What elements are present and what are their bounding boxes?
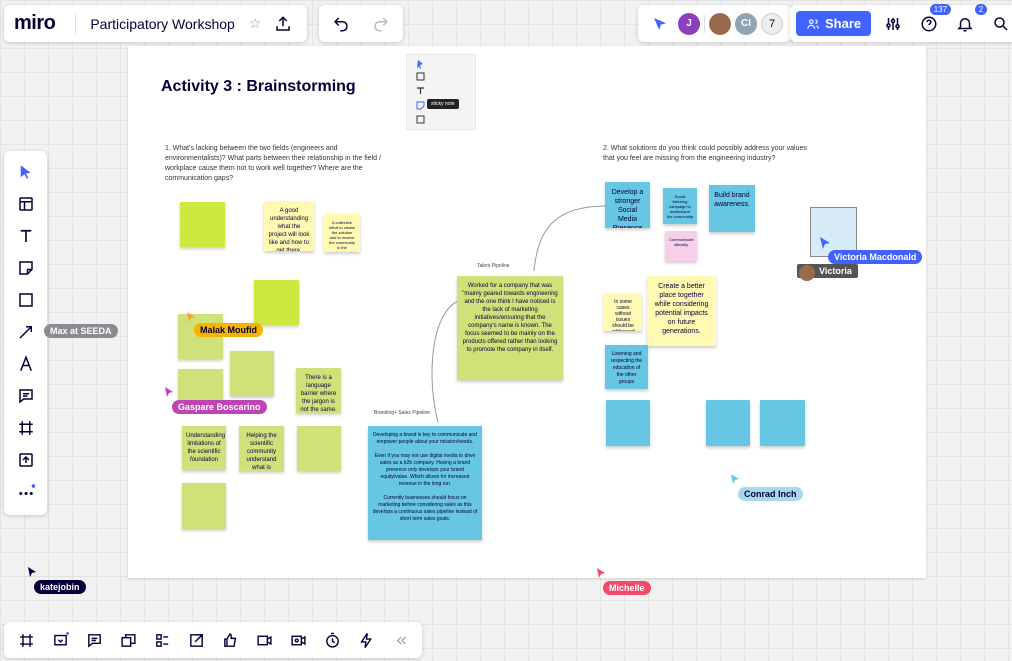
- sticky-note[interactable]: Create a better place together while con…: [647, 276, 716, 346]
- collaborators-panel: J CI 7: [638, 5, 791, 42]
- question-1: 1. What's lacking between the two fields…: [165, 145, 381, 182]
- notifications-bell-icon[interactable]: 2: [951, 3, 988, 38]
- select-tool-icon[interactable]: [11, 161, 41, 183]
- undo-redo-panel: [319, 5, 403, 42]
- cursor-tag-kate: katejobin: [34, 580, 86, 594]
- cursor-arrow-icon: [597, 568, 605, 578]
- talent-pipeline-label: Talent Pipeline: [477, 263, 510, 269]
- activity-title: Activity 3 : Brainstorming: [161, 78, 356, 95]
- board-title[interactable]: Participatory Workshop: [90, 15, 235, 32]
- sticky-note[interactable]: [706, 400, 750, 446]
- cursor-arrow-icon: [165, 387, 173, 397]
- sticky-note[interactable]: [760, 400, 805, 446]
- people-icon: [807, 18, 819, 29]
- connection-line-icon[interactable]: [11, 321, 41, 343]
- sticky-note[interactable]: Listening and respecting the education o…: [605, 345, 648, 389]
- sticky-note-icon[interactable]: [11, 257, 41, 279]
- mini-toolbar-icons: [416, 60, 425, 124]
- top-left-panel: miro Participatory Workshop ☆: [4, 5, 308, 42]
- divider: [75, 12, 77, 35]
- cursor-tag-conrad: Conrad Inch: [738, 487, 803, 501]
- sticky-note[interactable]: Develop a stronger Social Media Presence: [605, 182, 650, 228]
- sticky-note[interactable]: There is a language barrier where the ja…: [296, 368, 341, 413]
- shape-tool-icon[interactable]: [11, 289, 41, 311]
- reactions-icon[interactable]: [216, 626, 244, 654]
- sticky-note[interactable]: Developing a brand is key to communicate…: [368, 426, 482, 540]
- cursor-arrow-icon: [28, 567, 36, 577]
- pen-tool-icon[interactable]: [11, 353, 41, 375]
- collapse-chevron-icon[interactable]: [386, 626, 414, 654]
- help-badge: 137: [929, 3, 952, 15]
- upload-icon[interactable]: [11, 449, 41, 471]
- avatar-photo[interactable]: [709, 12, 731, 35]
- sticky-note-empty[interactable]: [254, 280, 299, 325]
- export-icon[interactable]: [269, 10, 297, 38]
- cursor-arrow-icon: [731, 474, 739, 484]
- avatar-j[interactable]: J: [678, 12, 700, 35]
- video-chat-icon[interactable]: [250, 626, 278, 654]
- comment-icon[interactable]: [11, 385, 41, 407]
- collaborator-count[interactable]: 7: [761, 12, 783, 35]
- help-icon[interactable]: 137: [915, 3, 952, 38]
- notification-badge: 2: [974, 3, 988, 15]
- share-screen-icon[interactable]: [182, 626, 210, 654]
- templates-icon[interactable]: [11, 193, 41, 215]
- screen-recording-icon[interactable]: [284, 626, 312, 654]
- more-tools-icon[interactable]: [11, 481, 41, 503]
- share-button[interactable]: Share: [796, 11, 872, 36]
- timer-icon[interactable]: [318, 626, 346, 654]
- cursor-arrow-icon: [187, 312, 195, 322]
- text-tool-icon[interactable]: [11, 225, 41, 247]
- frames-icon[interactable]: [12, 626, 40, 654]
- avatar-ci[interactable]: CI: [735, 12, 757, 35]
- sticky-note-empty[interactable]: [180, 202, 225, 247]
- sticky-note[interactable]: A good understanding what the project wi…: [264, 201, 314, 251]
- undo-icon[interactable]: [327, 10, 355, 38]
- cursor-tag-malak: Malak Moufid: [194, 323, 264, 337]
- bottom-toolbar: [4, 622, 422, 658]
- cards-icon[interactable]: [114, 626, 142, 654]
- comments-icon[interactable]: [80, 626, 108, 654]
- cursor-arrow-icon: [820, 237, 830, 249]
- cursor-filter-icon[interactable]: [646, 10, 674, 38]
- mini-toolbar-image: sticky note: [406, 54, 476, 130]
- actions-panel: Share 137 2: [790, 3, 1012, 42]
- cursor-tag-michelle: Michelle: [603, 581, 651, 595]
- divider: [704, 14, 705, 33]
- sticky-note[interactable]: [606, 400, 650, 446]
- connector-lines: [431, 205, 607, 423]
- mini-tooltip: sticky note: [427, 99, 459, 109]
- sticky-note[interactable]: [297, 426, 341, 471]
- left-toolbar: [4, 151, 47, 515]
- redo-icon[interactable]: [367, 10, 395, 38]
- sticky-note[interactable]: Helping the scientific community underst…: [239, 426, 284, 471]
- search-icon[interactable]: [987, 10, 1012, 38]
- sticky-note[interactable]: [182, 483, 226, 529]
- sticky-note[interactable]: Worked for a company that was "mainly ge…: [457, 276, 563, 380]
- settings-sliders-icon[interactable]: [879, 10, 907, 38]
- question-2: 2. What solutions do you think could pos…: [603, 145, 807, 162]
- cursor-tag-max: Max at SEEDA: [44, 324, 118, 338]
- present-icon[interactable]: [46, 626, 74, 654]
- miro-logo[interactable]: miro: [14, 12, 56, 34]
- victoria-avatar: [799, 265, 815, 281]
- sticky-note[interactable]: [230, 351, 274, 396]
- branding-pipeline-label: Branding+ Sales Pipeline: [374, 410, 431, 416]
- sticky-note[interactable]: Communicate officially: [665, 231, 697, 261]
- sticky-note[interactable]: Understanding limitations of the scienti…: [182, 426, 226, 470]
- sticky-note[interactable]: Social listening campaign to understand …: [663, 188, 697, 224]
- sticky-note[interactable]: In some cases without issues should be a…: [604, 293, 642, 331]
- sticky-note[interactable]: Build brand awareness.: [709, 185, 755, 232]
- sticky-note[interactable]: A collective effort to create the soluti…: [324, 214, 360, 252]
- board-outline-icon[interactable]: [148, 626, 176, 654]
- star-icon[interactable]: ☆: [248, 15, 262, 31]
- power-ups-icon[interactable]: [352, 626, 380, 654]
- cursor-tag-gaspare: Gaspare Boscarino: [172, 400, 267, 414]
- frame-tool-icon[interactable]: [11, 417, 41, 439]
- share-label: Share: [825, 16, 862, 31]
- board-frame[interactable]: Activity 3 : Brainstorming sticky note 1…: [128, 46, 926, 578]
- cursor-tag-victoria-macdonald: Victoria Macdonald: [828, 250, 923, 264]
